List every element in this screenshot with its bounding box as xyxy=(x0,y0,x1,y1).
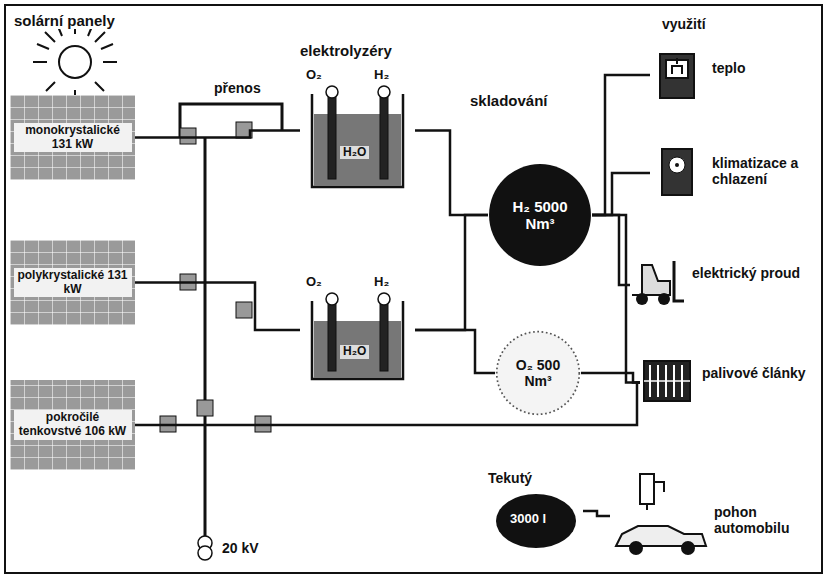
storage-tank: Tekutý 3000 l xyxy=(488,470,583,552)
storage-tank: H₂ 5000 Nm³ xyxy=(488,163,592,267)
node-text: H₂O xyxy=(340,146,369,160)
section-label: skladování xyxy=(468,92,550,109)
electrolyzer: O₂ H₂ H₂O xyxy=(300,68,415,193)
usage-item: teplo xyxy=(650,50,800,100)
connector xyxy=(415,215,488,330)
ac-icon xyxy=(650,145,705,200)
connector-line xyxy=(135,131,300,138)
node-text: H₂ xyxy=(374,68,389,83)
node-text: elektrický proud xyxy=(692,265,813,281)
node-text: H₂ 5000 Nm³ xyxy=(496,163,584,267)
connector xyxy=(415,330,495,373)
connector xyxy=(135,283,300,331)
section-label: přenos xyxy=(212,80,263,96)
node-text: H₂ xyxy=(374,275,389,290)
connector xyxy=(592,75,650,215)
sun-symbol xyxy=(33,20,117,100)
solar-panel: pokročilé tenkovstvé 106 kW xyxy=(10,380,135,470)
usage-item: palivové články xyxy=(640,355,815,410)
connector xyxy=(592,215,630,285)
node-text: Tekutý xyxy=(488,470,532,486)
connector-line xyxy=(135,283,300,331)
connector-line xyxy=(592,215,630,285)
node-text: polykrystalické 131 kW xyxy=(14,268,132,298)
node-text: klimatizace a chlazení xyxy=(712,155,813,187)
node-text: teplo xyxy=(712,60,798,76)
fc-icon xyxy=(640,355,695,410)
connector-line xyxy=(581,373,640,383)
car-icon xyxy=(610,470,710,560)
heat-icon xyxy=(650,50,705,105)
connector-line xyxy=(592,215,640,383)
electrolyzer: O₂ H₂ H₂O xyxy=(300,275,415,385)
node-text: O₂ xyxy=(306,275,322,290)
transformer-symbol xyxy=(198,536,212,560)
electrolyzer-tank xyxy=(300,275,415,385)
connector-line xyxy=(415,215,488,330)
connector-line xyxy=(415,330,495,373)
node-text: H₂O xyxy=(340,345,369,359)
node-text: monokrystalické 131 kW xyxy=(14,123,132,153)
usage-item: klimatizace a chlazení xyxy=(650,145,815,201)
solar-panel: monokrystalické 131 kW xyxy=(10,95,135,180)
connector-line xyxy=(415,131,488,216)
section-label: využití xyxy=(660,16,708,32)
inverter-symbols xyxy=(160,122,271,432)
storage-tank: O₂ 500 Nm³ xyxy=(495,330,581,416)
section-label: 20 kV xyxy=(220,540,261,556)
connector-line xyxy=(583,511,610,516)
connector xyxy=(135,131,300,138)
section-label: elektrolyzéry xyxy=(298,42,394,59)
node-text: O₂ xyxy=(306,68,322,83)
node-text: O₂ 500 Nm³ xyxy=(503,330,573,416)
connector xyxy=(583,511,610,516)
connector xyxy=(581,373,640,383)
fork-icon xyxy=(630,255,685,310)
connector xyxy=(415,131,488,216)
section-label: solární panely xyxy=(12,12,117,29)
node-text: 3000 l xyxy=(510,512,546,527)
connector xyxy=(592,173,650,215)
node-text: palivové články xyxy=(702,365,813,381)
connector xyxy=(592,215,640,383)
connector-line xyxy=(592,75,650,215)
usage-item: pohon automobilu xyxy=(610,470,815,562)
connector-line xyxy=(592,173,650,215)
usage-item: elektrický proud xyxy=(630,255,815,315)
electrolyzer-tank xyxy=(300,68,415,193)
power-bus xyxy=(180,104,282,540)
solar-panel: polykrystalické 131 kW xyxy=(10,240,135,325)
node-text: pokročilé tenkovstvé 106 kW xyxy=(14,410,132,440)
node-text: pohon automobilu xyxy=(714,504,813,536)
